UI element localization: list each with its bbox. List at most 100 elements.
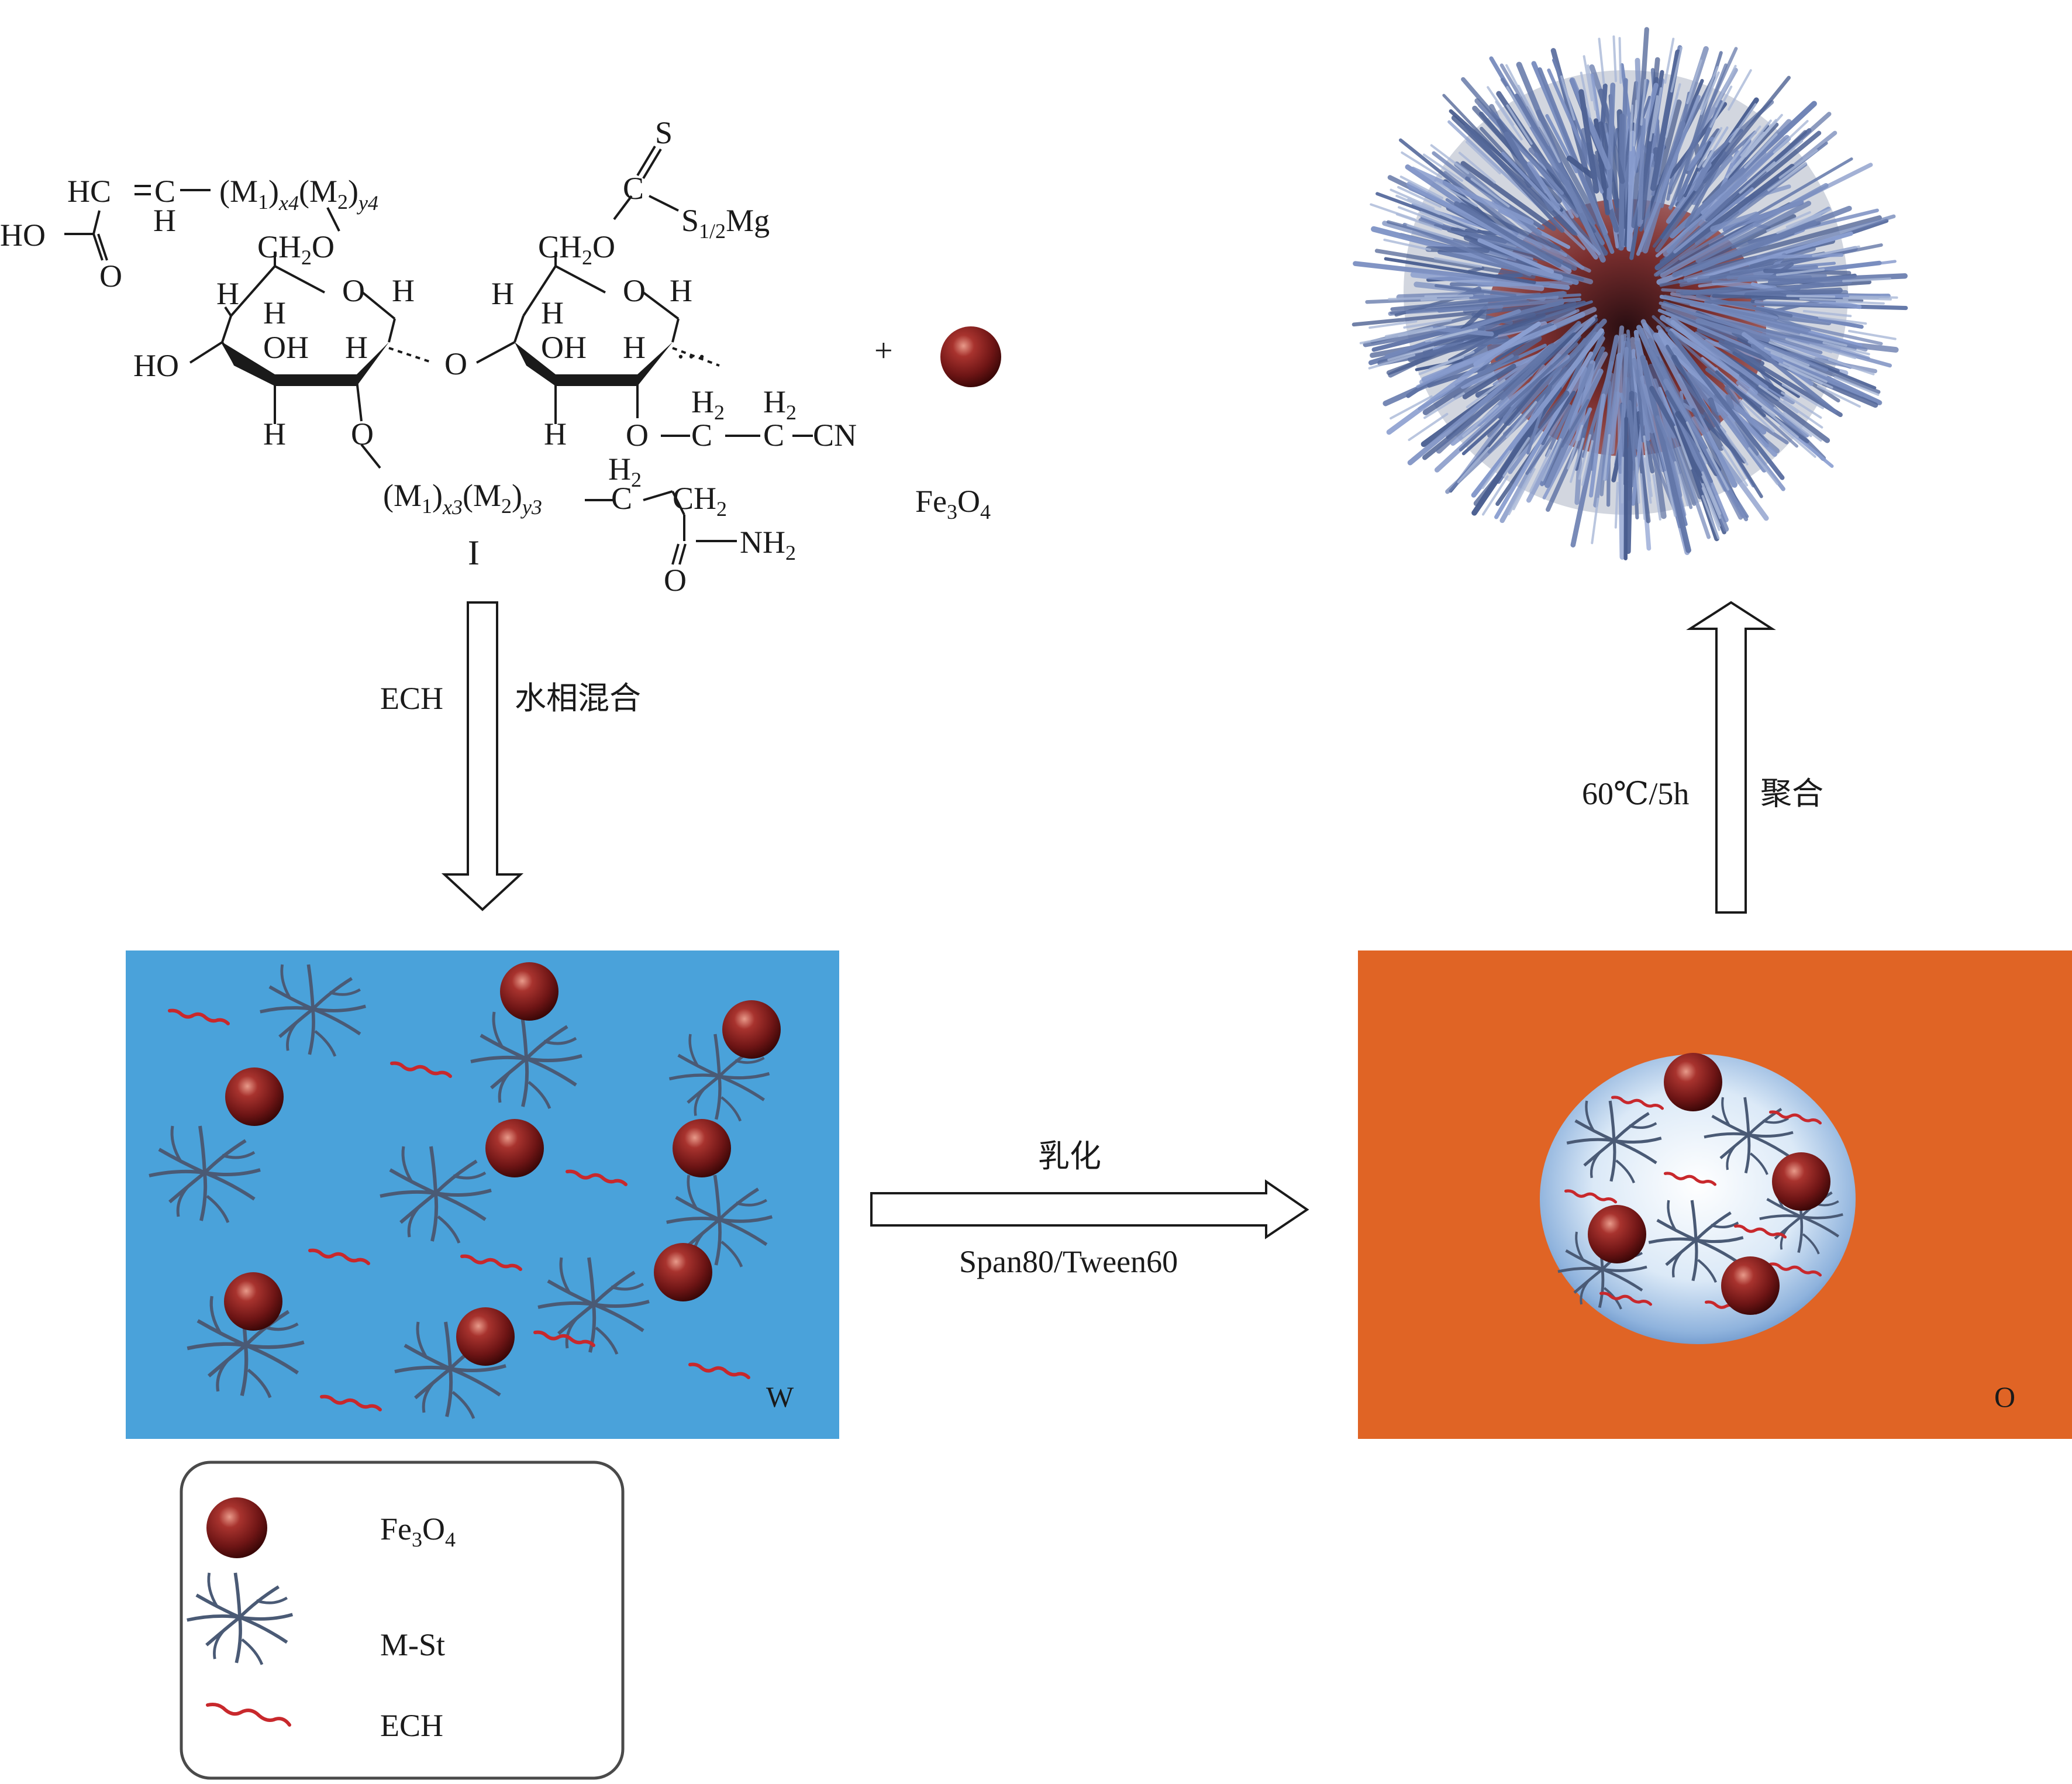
- microsphere-spike: [1506, 86, 1531, 128]
- microsphere-spike: [1778, 149, 1818, 179]
- ring2-h-bottom: H: [544, 416, 567, 452]
- microsphere-spike: [1595, 150, 1609, 189]
- microsphere-spike: [1368, 354, 1416, 370]
- microsphere-spike: [1766, 211, 1811, 232]
- microsphere-spike: [1666, 426, 1697, 506]
- microsphere-spike: [1633, 99, 1638, 147]
- microsphere-spike: [1783, 411, 1822, 442]
- microsphere-spike: [1466, 379, 1506, 408]
- chain-c: C: [611, 481, 632, 516]
- fe3o4-particle-icon: [1664, 1053, 1722, 1111]
- microsphere-spike: [1643, 135, 1657, 233]
- structure-labels: HO O HC C H (M1)x4(M2)y4 CH2O O H H H OH…: [0, 115, 991, 598]
- ring1-o-bottom: O: [351, 416, 374, 452]
- microsphere-spike: [1770, 352, 1816, 372]
- microsphere-spike: [1701, 487, 1721, 531]
- fe3o4-particle-icon: [1772, 1152, 1830, 1211]
- microsphere-spike: [1730, 135, 1763, 172]
- polymerize-arrow: [1686, 601, 1776, 914]
- microsphere-spike: [1799, 333, 1847, 347]
- step-ech-label: ECH: [380, 681, 443, 716]
- microsphere-spike: [1398, 206, 1444, 225]
- microsphere-spike: [1420, 297, 1470, 301]
- microsphere-spike: [1544, 368, 1604, 488]
- microsphere-spike: [1560, 399, 1590, 448]
- microsphere-spike: [1743, 133, 1778, 169]
- emulsifier-label: Span80/Tween60: [959, 1244, 1178, 1279]
- microsphere-spike: [1631, 27, 1649, 229]
- microsphere-spike: [1773, 120, 1809, 154]
- ring1-h-bottom: H: [263, 416, 286, 452]
- microsphere-spike: [1739, 161, 1775, 194]
- microsphere-spike: [1410, 271, 1544, 291]
- microsphere-spike: [1618, 346, 1629, 474]
- microsphere-spike: [1587, 64, 1597, 111]
- microsphere-spike: [1627, 399, 1637, 463]
- microsphere-spike: [1636, 95, 1701, 256]
- microsphere-spike: [1701, 471, 1722, 515]
- microsphere-spike: [1812, 245, 1860, 257]
- microsphere-spike: [1581, 440, 1594, 486]
- microsphere-spike: [1709, 85, 1733, 128]
- fe3o4-particle-icon: [673, 1119, 731, 1177]
- microsphere-spike: [1750, 343, 1837, 414]
- microsphere-spike: [1458, 151, 1496, 184]
- plus-sign: +: [874, 333, 893, 369]
- microsphere-spike: [1664, 471, 1677, 517]
- thio-s-top: S: [655, 115, 673, 150]
- microsphere-spike: [1505, 318, 1607, 426]
- microsphere-spike: [1637, 118, 1646, 228]
- microsphere-spike: [1398, 326, 1446, 337]
- microsphere-spike: [1685, 421, 1708, 464]
- fe3o4-particle-icon: [940, 326, 1001, 387]
- ring2-h-right: H: [670, 273, 692, 308]
- microsphere-spike: [1425, 246, 1490, 253]
- microsphere-spike: [1701, 495, 1720, 539]
- microsphere-spike: [1395, 194, 1441, 215]
- microsphere-spike: [1709, 246, 1816, 281]
- microsphere-spike: [1670, 316, 1769, 391]
- fe3o4-label: Fe3O4: [915, 484, 991, 524]
- cn-label: CN: [813, 418, 857, 453]
- microsphere-spike: [1477, 238, 1554, 274]
- bridge-o-label: O: [444, 346, 467, 381]
- microsphere-spike: [1459, 305, 1488, 333]
- microsphere-spike: [1598, 37, 1605, 85]
- ring2-oh: OH: [541, 330, 587, 365]
- legend-mst-label: M-St: [380, 1627, 445, 1662]
- microsphere-spike: [1384, 257, 1536, 284]
- microsphere-spike: [1682, 220, 1817, 277]
- microsphere-spike: [1720, 426, 1749, 466]
- microsphere-spike: [1631, 357, 1655, 434]
- water-phase-label: W: [766, 1380, 794, 1413]
- microsphere-spike: [1560, 75, 1575, 120]
- microsphere-spike: [1517, 84, 1540, 127]
- microsphere-spike: [1842, 277, 1891, 283]
- microsphere-spike: [1578, 89, 1599, 194]
- microsphere-spike: [1397, 186, 1442, 208]
- microsphere-spike: [1783, 400, 1823, 429]
- microsphere-spike: [1732, 351, 1800, 398]
- microsphere-spike: [1464, 123, 1565, 233]
- microsphere-spike: [1736, 380, 1809, 438]
- microsphere-spike: [1754, 300, 1857, 308]
- microsphere-spike: [1370, 203, 1416, 221]
- microsphere-spike: [1728, 103, 1757, 143]
- microsphere-spike: [1695, 318, 1770, 343]
- microsphere-spike: [1589, 393, 1606, 498]
- microsphere-spike: [1419, 211, 1466, 230]
- microsphere-spike: [1779, 425, 1816, 458]
- microsphere-spike: [1388, 297, 1437, 301]
- microsphere-spike: [1756, 253, 1844, 259]
- microsphere-spike: [1710, 211, 1759, 232]
- microsphere-spike: [1386, 343, 1509, 435]
- microsphere-spike: [1646, 99, 1682, 219]
- microsphere-spike: [1398, 138, 1519, 235]
- microsphere-spike: [1621, 456, 1624, 504]
- acid-o-label: O: [99, 259, 122, 294]
- microsphere-spike: [1799, 297, 1849, 302]
- hc-label: HC: [67, 174, 111, 209]
- step-mix-label: 水相混合: [515, 680, 641, 717]
- microsphere-spike: [1655, 129, 1744, 253]
- ring2-h-mid: H: [623, 330, 646, 365]
